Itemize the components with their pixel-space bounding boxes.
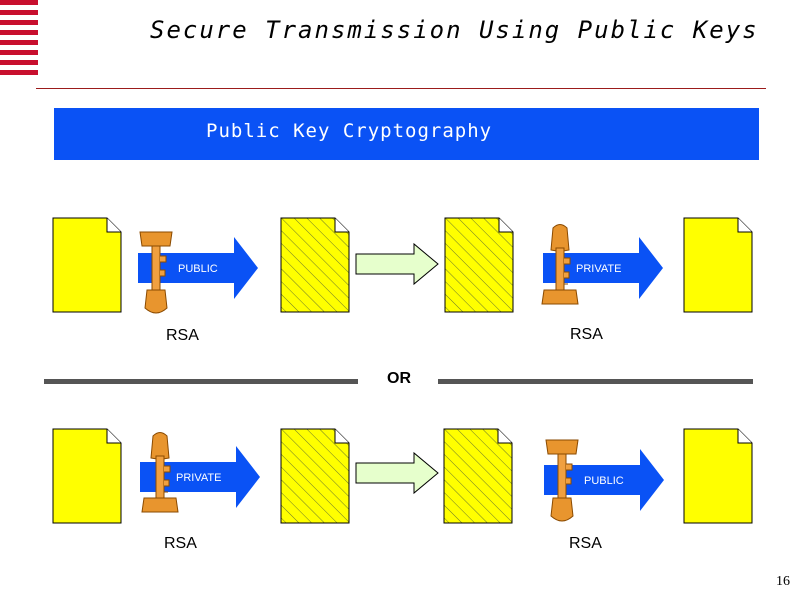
- plaintext-document-row2: [52, 428, 122, 524]
- key-label-row2-second: PUBLIC: [584, 475, 624, 487]
- title-rule: [36, 88, 766, 89]
- algorithm-label-row1-first: RSA: [166, 327, 199, 344]
- ciphertext-document-row2-sent: [280, 428, 350, 524]
- slide-title: Secure Transmission Using Public Keys: [150, 16, 759, 44]
- key-label-row2-first: PRIVATE: [176, 472, 221, 484]
- separator-line-right: [438, 379, 753, 384]
- banner-text: Public Key Cryptography: [206, 120, 493, 142]
- algorithm-label-row1-second: RSA: [570, 326, 603, 343]
- algorithm-label-row2-first: RSA: [164, 535, 197, 552]
- ciphertext-document-row1-received: [444, 217, 514, 313]
- algorithm-label-row2-second: RSA: [569, 535, 602, 552]
- ciphertext-document-row2-received: [443, 428, 513, 524]
- separator-line-left: [44, 379, 358, 384]
- separator-or-label: OR: [387, 370, 411, 387]
- key-label-row1-first: PUBLIC: [178, 263, 218, 275]
- transmit-arrow-row2: [355, 452, 439, 494]
- plaintext-document-row2-result: [683, 428, 753, 524]
- title-stripes-decoration: [0, 0, 38, 76]
- ciphertext-document-row1-sent: [280, 217, 350, 313]
- section-banner: Public Key Cryptography: [54, 108, 759, 160]
- plaintext-document-row1-result: [683, 217, 753, 313]
- transmit-arrow-row1: [355, 243, 439, 285]
- page-number: 16: [776, 574, 790, 589]
- key-label-row1-second: PRIVATE: [576, 263, 621, 275]
- plaintext-document-row1: [52, 217, 122, 313]
